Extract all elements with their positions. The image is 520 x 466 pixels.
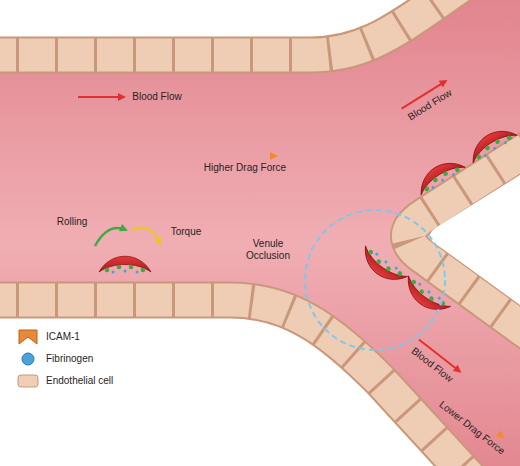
drag-arrow [212, 155, 276, 158]
occlusion-circle [305, 210, 445, 350]
legend-text: ICAM-1 [46, 331, 80, 343]
sickle-cell [413, 154, 466, 196]
sickle-cell [99, 256, 151, 273]
flow-arrow [78, 96, 124, 98]
torque-arrow [132, 228, 160, 244]
force-label: Higher Drag Force [204, 162, 286, 174]
legend-icon [16, 350, 40, 368]
legend-swatch [19, 330, 37, 344]
legend-text: Fibrinogen [46, 353, 93, 365]
sickle-cell [356, 245, 408, 290]
legend-swatch [18, 375, 38, 387]
rolling-arrow [95, 228, 126, 246]
legend-text: Endothelial cell [46, 375, 113, 387]
region-label: Venule Occlusion [237, 238, 299, 262]
motion-label: Rolling [57, 216, 88, 228]
sickle-cell [399, 275, 451, 320]
motion-label: Torque [171, 226, 202, 238]
sickle-cell [465, 122, 518, 164]
legend-swatch [22, 353, 34, 365]
legend-icon [16, 328, 40, 346]
flow-label: Blood Flow [132, 91, 181, 103]
legend-icon [16, 372, 40, 390]
